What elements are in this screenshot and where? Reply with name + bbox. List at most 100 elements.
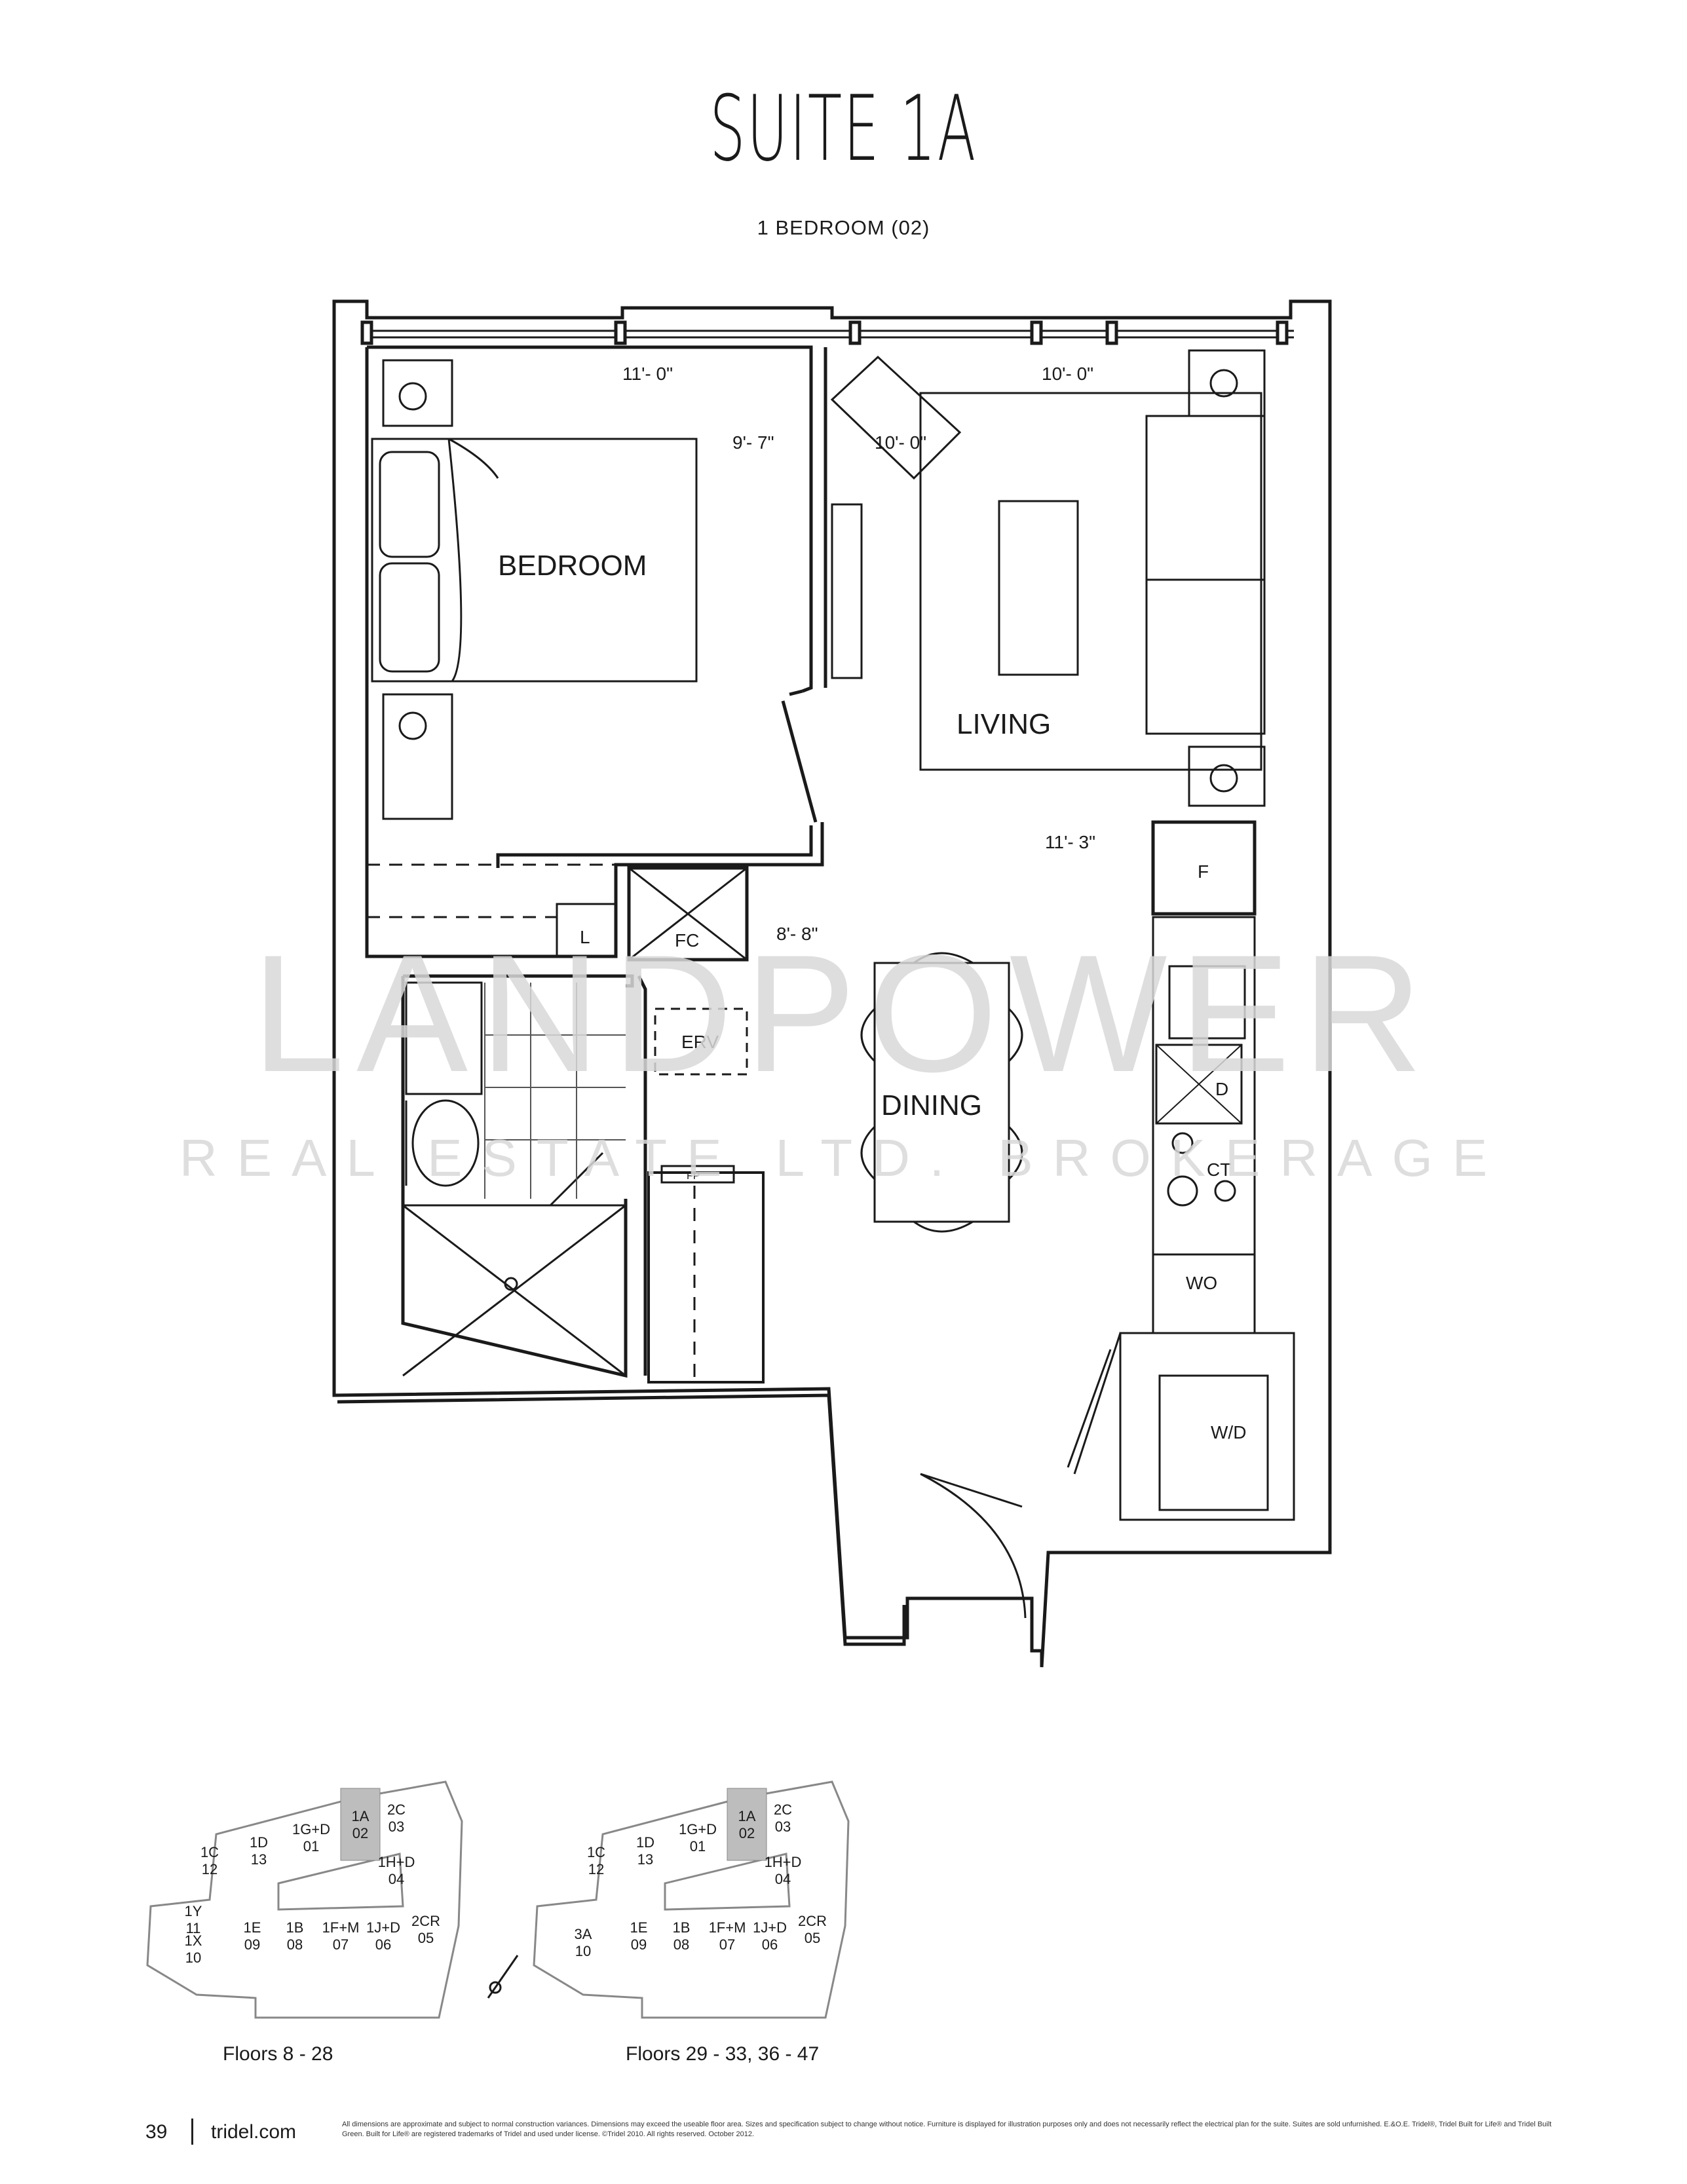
nightstand-bottom [382,693,453,820]
fan-coil [627,866,749,962]
keyplan-unit-number: 11 [186,1920,201,1936]
suite-subtitle: 1 BEDROOM (02) [757,216,930,239]
keyplan-caption: Floors 29 - 33, 36 - 47 [626,2043,819,2065]
dim-bedroom-depth: 9'- 7" [732,432,774,453]
keyplan-core [664,1853,791,1911]
side-table-bottom [1188,745,1266,807]
keyplan-unit-name: 1G+D [679,1821,717,1837]
dim-dining-width: 8'- 8" [776,924,818,944]
footer: 39 tridel.com All dimensions are approxi… [145,2116,1587,2155]
site-link[interactable]: tridel.com [211,2121,297,2143]
room-living: LIVING [957,708,1051,740]
bedroom-closet [367,863,616,918]
label-fridge: F [1198,861,1209,882]
keyplan-unit-number: 12 [202,1861,218,1877]
keyplan-unit-number: 03 [389,1818,404,1835]
keyplan-unit-number: 03 [775,1818,791,1835]
side-table-top [1188,349,1266,417]
rug [919,392,1262,771]
keyplan-unit-number: 04 [389,1871,404,1887]
coffee-table [998,500,1079,676]
keyplan-unit-name: 1H+D [765,1854,802,1870]
dim-dining-depth: 11'- 3" [1045,832,1095,852]
label-washer-dryer: W/D [1211,1422,1246,1442]
label-fan-coil: FC [675,930,699,951]
keyplan-unit-number: 05 [418,1930,434,1946]
keyplan-unit-number: 09 [631,1936,647,1953]
exterior-wall-inner [337,1393,906,1646]
dining-table [873,962,1010,1223]
dishwasher [1155,1044,1243,1125]
label-linen: L [580,927,590,947]
tv-console [831,503,863,679]
keyplan-unit-number: 10 [575,1943,591,1959]
room-dining: DINING [881,1089,982,1121]
keyplan-unit-number: 04 [775,1871,791,1887]
keyplan-unit-name: 2C [387,1801,406,1818]
keyplan-outline [146,1780,463,2019]
exterior-wall [332,299,1332,1668]
keyplan-unit-name: 1A [352,1808,370,1824]
shower [402,1204,626,1377]
keyplan-highlight [340,1788,381,1861]
bedroom-door [781,689,818,823]
disclaimer: All dimensions are approximate and subje… [342,2120,1552,2138]
page-number: 39 [145,2121,168,2143]
keyplan-unit-name: 1D [250,1834,268,1851]
suite-title: SUITE 1A [710,76,977,181]
keyplan-unit-number: 08 [287,1936,303,1953]
keyplan-unit-name: 1B [286,1919,304,1936]
dim-living-width: 10'- 0" [1042,364,1093,384]
keyplan-unit-name: 1F+M [322,1919,360,1936]
watermark-sub: REAL ESTATE LTD. BROKERAGE [180,1129,1507,1187]
sofa [1145,415,1266,735]
keyplan-unit-name: 1J+D [366,1919,400,1936]
keyplan-unit-name: 1G+D [292,1821,330,1837]
keyplan-unit-number: 13 [637,1851,653,1868]
dim-living-depth: 10'- 0" [875,432,926,453]
keyplan-core [277,1853,404,1911]
footer-separator [191,2118,193,2145]
bathroom-wall [401,974,634,1378]
toilet [411,1099,480,1187]
keyplan-unit-name: 1B [673,1919,691,1936]
keyplan-unit-name: 1C [587,1844,605,1860]
label-wall-oven: WO [1186,1273,1217,1293]
linen-closet [556,903,617,958]
keyplan-highlight [727,1788,767,1861]
bedroom-wall [367,345,813,693]
keyplan-unit-number: 01 [303,1838,319,1855]
keyplan-unit-number: 10 [185,1949,201,1966]
keyplan-unit-number: 07 [333,1936,349,1953]
keyplan-unit-number: 01 [690,1838,706,1855]
armchair [830,355,962,480]
north-arrow-icon [487,1955,519,1999]
keyplan-caption: Floors 8 - 28 [223,2043,333,2065]
label-erv: ERV [681,1032,719,1052]
keyplan-unit-name: 1E [630,1919,648,1936]
room-bedroom: BEDROOM [498,550,647,582]
label-cooktop: CT [1207,1159,1231,1180]
nightstand-top [382,359,453,427]
watermark-main: LANDPOWER [252,920,1435,1107]
keyplan-unit-name: 1J+D [753,1919,787,1936]
keyplan-unit-name: 1H+D [378,1854,415,1870]
keyplan-unit-name: 1F+M [709,1919,746,1936]
keyplan-unit-number: 06 [762,1936,778,1953]
hall-closet [647,1171,765,1384]
label-fp: FP [687,1171,700,1182]
keyplan-unit-name: 1X [185,1932,202,1949]
keyplan-unit-number: 02 [739,1825,755,1841]
keyplan-unit-number: 05 [805,1930,820,1946]
keyplan-unit-number: 09 [244,1936,260,1953]
keyplan-unit-name: 2CR [411,1913,440,1929]
keyplan-unit-number: 08 [673,1936,689,1953]
keyplan-unit-number: 13 [251,1851,267,1868]
keyplan-unit-number: 12 [588,1861,604,1877]
bed [371,438,698,683]
keyplan-unit-name: 1A [738,1808,756,1824]
keyplan-unit-name: 3A [575,1926,592,1942]
